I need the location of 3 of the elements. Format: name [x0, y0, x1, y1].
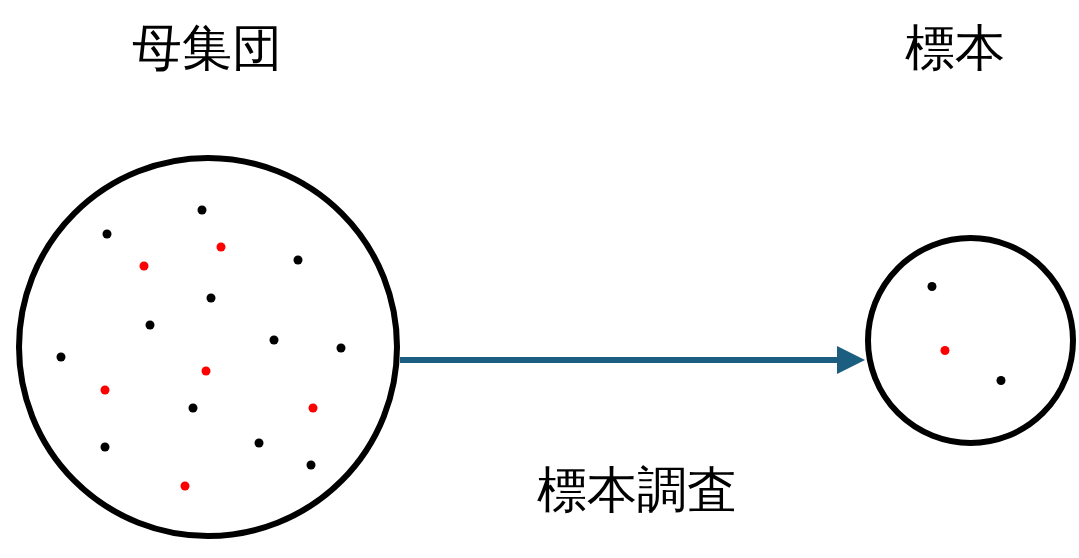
arrow	[400, 346, 865, 374]
node-heading: 母集団	[132, 18, 282, 78]
node-heading: 標本	[905, 18, 1005, 78]
